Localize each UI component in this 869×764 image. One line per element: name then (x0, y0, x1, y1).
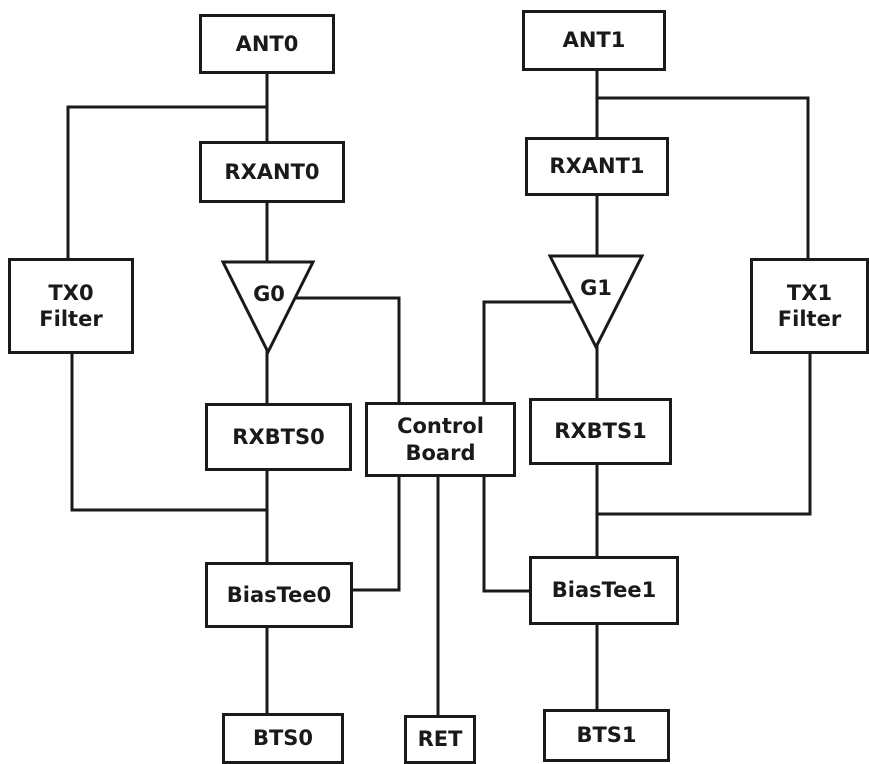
wire-tx1-filter-biastee1 (595, 351, 812, 516)
node-ant1: ANT1 (522, 10, 666, 71)
wire-control-board-biastee0 (350, 474, 401, 592)
amplifier-g0-label: G0 (253, 282, 285, 306)
node-bts0: BTS0 (222, 713, 344, 764)
node-ret: RET (404, 715, 476, 764)
amplifier-g0-triangle (220, 260, 316, 356)
wire-tx0-filter-biastee0 (70, 351, 269, 512)
node-tx1-filter: TX1 Filter (750, 258, 869, 354)
node-rxant0: RXANT0 (199, 141, 345, 203)
wire-ant0-tx0-filter (66, 105, 269, 261)
node-rxant1: RXANT1 (525, 137, 669, 196)
amplifier-g1-triangle (547, 254, 645, 351)
wire-g0-control-board (290, 296, 401, 405)
wire-ant1-tx1-filter (595, 96, 810, 261)
node-biastee1: BiasTee1 (529, 556, 679, 625)
node-rxbts0: RXBTS0 (205, 403, 352, 471)
wire-control-board-biastee1 (482, 474, 532, 593)
node-rxbts1: RXBTS1 (529, 398, 672, 465)
amplifier-g1-label: G1 (580, 276, 612, 300)
node-biastee0: BiasTee0 (205, 562, 353, 628)
node-bts1: BTS1 (543, 709, 670, 762)
node-ant0: ANT0 (199, 14, 335, 74)
wire-g1-control-board (482, 300, 572, 405)
node-tx0-filter: TX0 Filter (8, 258, 134, 354)
node-control-board: Control Board (365, 402, 516, 477)
